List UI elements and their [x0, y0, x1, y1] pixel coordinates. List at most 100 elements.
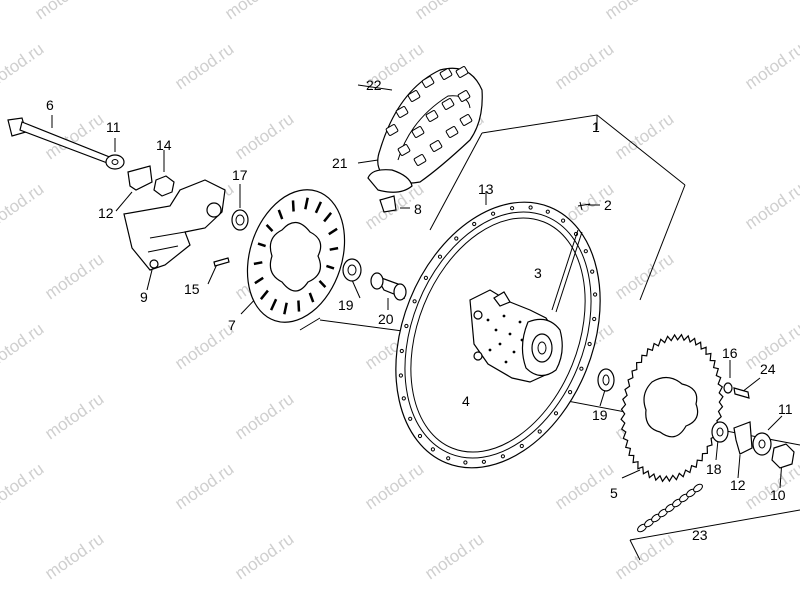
brake-disc: [246, 189, 346, 323]
chain-adjuster-left: [127, 165, 153, 191]
callout-24: 24: [760, 361, 776, 377]
callout-6: 6: [46, 97, 54, 113]
rim-hole: [408, 416, 413, 421]
spoke: [551, 229, 579, 311]
tyre-knob: [429, 140, 443, 152]
chain-link: [693, 483, 703, 493]
spoke-nipple: [577, 201, 591, 211]
rim-hole: [398, 373, 403, 378]
watermark-text: motod.ru: [741, 179, 800, 233]
rim-hole: [399, 348, 404, 354]
disc-slot: [297, 300, 301, 312]
callout-17: 17: [232, 167, 248, 183]
rim-hole: [446, 456, 451, 461]
disc-slot: [269, 298, 278, 311]
watermark-text: motod.ru: [0, 39, 47, 93]
watermark-text: motod.ru: [41, 249, 107, 303]
callout-23: 23: [692, 527, 708, 543]
disc-slot: [253, 261, 263, 266]
rim-hole: [412, 299, 417, 304]
watermark-text: motod.ru: [611, 109, 677, 163]
rim-hole: [401, 396, 406, 401]
tyre-knob: [407, 90, 421, 102]
callout-20: 20: [378, 311, 394, 327]
disc-slot: [304, 197, 309, 210]
valve: [379, 195, 397, 213]
disc-slot: [329, 246, 339, 251]
callout-3: 3: [534, 265, 542, 281]
tyre-knob: [439, 68, 453, 80]
rim-hole: [568, 390, 573, 395]
rim-hole: [454, 236, 459, 241]
callout-11-right: 11: [778, 401, 793, 417]
disc-slot: [277, 209, 284, 220]
rim-hole: [500, 454, 505, 459]
hub-spoke-hole: [520, 338, 524, 342]
callout-18: 18: [706, 461, 722, 477]
callout-7: 7: [228, 317, 236, 333]
watermark-text: motod.ru: [0, 319, 47, 373]
rim-hole: [417, 433, 423, 439]
sprocket-bolt: [733, 387, 750, 399]
disc-slot: [323, 212, 333, 223]
watermark-text: motod.ru: [171, 459, 237, 513]
callout-2: 2: [604, 197, 612, 213]
callout-1: 1: [592, 119, 600, 135]
caliper-bracket: [123, 179, 226, 271]
watermark-text: motod.ru: [231, 529, 297, 583]
rim-hole: [590, 269, 595, 274]
hub-spoke-hole: [494, 328, 498, 332]
callout-4: 4: [462, 393, 470, 409]
tyre-knob: [385, 124, 399, 136]
callout-15: 15: [184, 281, 200, 297]
disc-slot: [318, 280, 327, 288]
hub-spoke-hole: [498, 342, 502, 346]
callout-21: 21: [332, 155, 348, 171]
rim-hole: [463, 460, 468, 465]
disc-slot: [308, 292, 315, 303]
watermark-text: motod.ru: [231, 389, 297, 443]
callout-8: 8: [414, 201, 422, 217]
spacer-right: [711, 421, 729, 443]
watermark-text: motod.ru: [421, 529, 487, 583]
sprocket-washer: [723, 382, 733, 394]
rim-hole: [592, 316, 597, 322]
rim-hole: [423, 275, 428, 280]
callout-10: 10: [770, 487, 786, 503]
hub-spoke-hole: [504, 360, 508, 364]
rim-hole: [579, 366, 584, 371]
tyre-knob: [411, 126, 425, 138]
callout-22: 22: [366, 77, 382, 93]
watermark-text: motod.ru: [551, 39, 617, 93]
callout-16: 16: [722, 345, 738, 361]
chain-adjuster-right: [733, 421, 753, 455]
tyre-knob: [421, 76, 435, 88]
rim-hole: [561, 218, 566, 223]
rim-hole: [528, 205, 533, 210]
rim-hole: [404, 323, 409, 329]
tyre-knob: [457, 90, 471, 102]
hub-spoke-hole: [488, 348, 492, 352]
watermark-text: motod.ru: [231, 109, 297, 163]
watermark-text: motod.ru: [611, 249, 677, 303]
washer-left: [105, 154, 125, 170]
watermark-text: motod.ru: [361, 459, 427, 513]
callout-13: 13: [478, 181, 494, 197]
callout-labels: 1 2 3 4 5 6 7 8 9 10 11 11 12 12 13 14 1…: [46, 77, 793, 543]
disc-slot: [257, 242, 266, 248]
tyre-knob: [397, 144, 411, 156]
callout-5: 5: [610, 485, 618, 501]
hub-spoke-hole: [518, 320, 522, 324]
tyre-knob: [425, 110, 439, 122]
hub-spoke-hole: [486, 318, 490, 322]
rim-hole: [437, 254, 443, 259]
watermark-text: motod.ru: [31, 0, 97, 23]
watermark-text: motod.ru: [741, 39, 800, 93]
washer-right: [752, 432, 772, 456]
rim-hole: [430, 447, 435, 452]
rim-hole: [545, 209, 550, 214]
watermark-text: motod.ru: [41, 529, 107, 583]
tyre-knob: [413, 154, 427, 166]
bearing-left: [342, 258, 362, 282]
bearing-right: [597, 368, 615, 392]
